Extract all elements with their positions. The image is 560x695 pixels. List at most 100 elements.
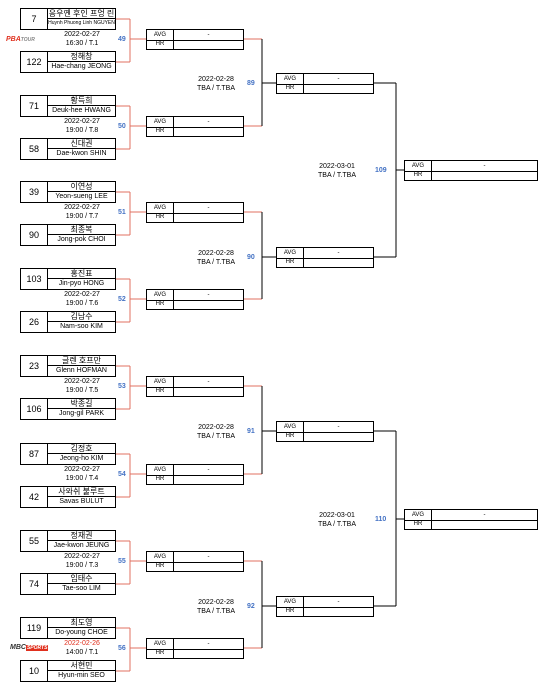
hr-value — [174, 387, 243, 397]
player-english-name: Dae-kwon SHIN — [56, 150, 107, 157]
player-korean-name: 김남수 — [48, 312, 115, 322]
avg-value: - — [337, 75, 340, 82]
avg-label: AVG — [405, 510, 432, 520]
round2-match-number: 89 — [247, 80, 255, 87]
match-number: 49 — [118, 36, 126, 43]
round3-result-box: AVG-HR — [404, 160, 538, 181]
avg-row: AVG- — [147, 377, 243, 388]
avg-row: AVG- — [405, 161, 537, 172]
hr-value — [304, 607, 373, 617]
player-korean-name: 이연성 — [48, 182, 115, 192]
avg-row: AVG - — [405, 510, 537, 521]
player-english-name: Jong-pok CHOI — [57, 236, 106, 243]
hr-value — [174, 562, 243, 572]
match-number: 51 — [118, 209, 126, 216]
player-seed: 10 — [21, 661, 48, 681]
hr-label: HR — [277, 606, 304, 616]
avg-label: AVG — [147, 30, 174, 40]
logo-tour-text: TOUR — [20, 37, 35, 43]
round2-date: 2022-02-28 — [198, 599, 234, 606]
player-korean-name: 최도영 — [48, 618, 115, 628]
player-seed: 119 — [21, 618, 48, 638]
logo-mbc-text: MBC — [10, 644, 26, 651]
hr-row: HR — [277, 83, 373, 93]
avg-row: AVG- — [147, 639, 243, 650]
player-english-name: Tae-soo LIM — [62, 585, 101, 592]
avg-row: AVG- — [147, 552, 243, 563]
avg-value: - — [483, 162, 486, 169]
match-date: 2022-02-27 — [64, 378, 100, 385]
player-seed: 122 — [21, 52, 48, 72]
hr-row: HR — [277, 431, 373, 442]
player-seed: 7 — [21, 9, 48, 29]
player-english-name: Savas BULUT — [59, 498, 104, 505]
hr-label: HR — [147, 126, 174, 136]
avg-value: - — [207, 204, 210, 211]
player-english-name: Jae-kwon JEUNG — [53, 542, 110, 549]
avg-label: AVG — [147, 552, 174, 562]
avg-label: AVG — [147, 639, 174, 649]
hr-row: HR — [277, 257, 373, 268]
player-seed: 71 — [21, 96, 48, 116]
avg-row: AVG- — [147, 117, 243, 128]
hr-row: HR — [405, 519, 537, 529]
hr-label: HR — [147, 299, 174, 309]
player-seed: 39 — [21, 182, 48, 202]
match-time: 19:00 / T.4 — [65, 474, 99, 482]
match-result-box: AVG-HR — [146, 289, 244, 310]
round2-result-box: AVG-HR — [276, 73, 374, 94]
match-number: 52 — [118, 296, 126, 303]
match-number: 53 — [118, 383, 126, 390]
hr-label: HR — [147, 39, 174, 49]
round2-match-number: 92 — [247, 603, 255, 610]
player-english-name: Huynh Phuong Linh NGUYEN — [48, 20, 115, 26]
avg-value: - — [337, 423, 340, 430]
round2-result-box: AVG-HR — [276, 421, 374, 442]
hr-value — [432, 171, 537, 181]
hr-label: HR — [405, 170, 432, 180]
avg-value: - — [207, 378, 210, 385]
avg-row: AVG- — [147, 30, 243, 41]
hr-row: HR — [147, 212, 243, 222]
match-time: 19:00 / T.8 — [65, 126, 99, 134]
hr-value — [304, 432, 373, 442]
avg-row: AVG- — [277, 422, 373, 433]
match-number: 50 — [118, 123, 126, 130]
player-seed: 23 — [21, 356, 48, 376]
match-time: 14:00 / T.1 — [65, 648, 99, 656]
avg-label: AVG — [147, 203, 174, 213]
hr-value — [174, 475, 243, 485]
hr-value — [304, 258, 373, 268]
avg-value: - — [483, 511, 486, 518]
round2-time: TBA / T.TBA — [197, 85, 235, 92]
avg-row: AVG - — [147, 203, 243, 214]
match-result-box: AVG-HR — [146, 29, 244, 50]
player-english-name: Jin-pyo HONG — [58, 280, 105, 287]
hr-value — [174, 649, 243, 659]
match-time: 19:00 / T.6 — [65, 299, 99, 307]
